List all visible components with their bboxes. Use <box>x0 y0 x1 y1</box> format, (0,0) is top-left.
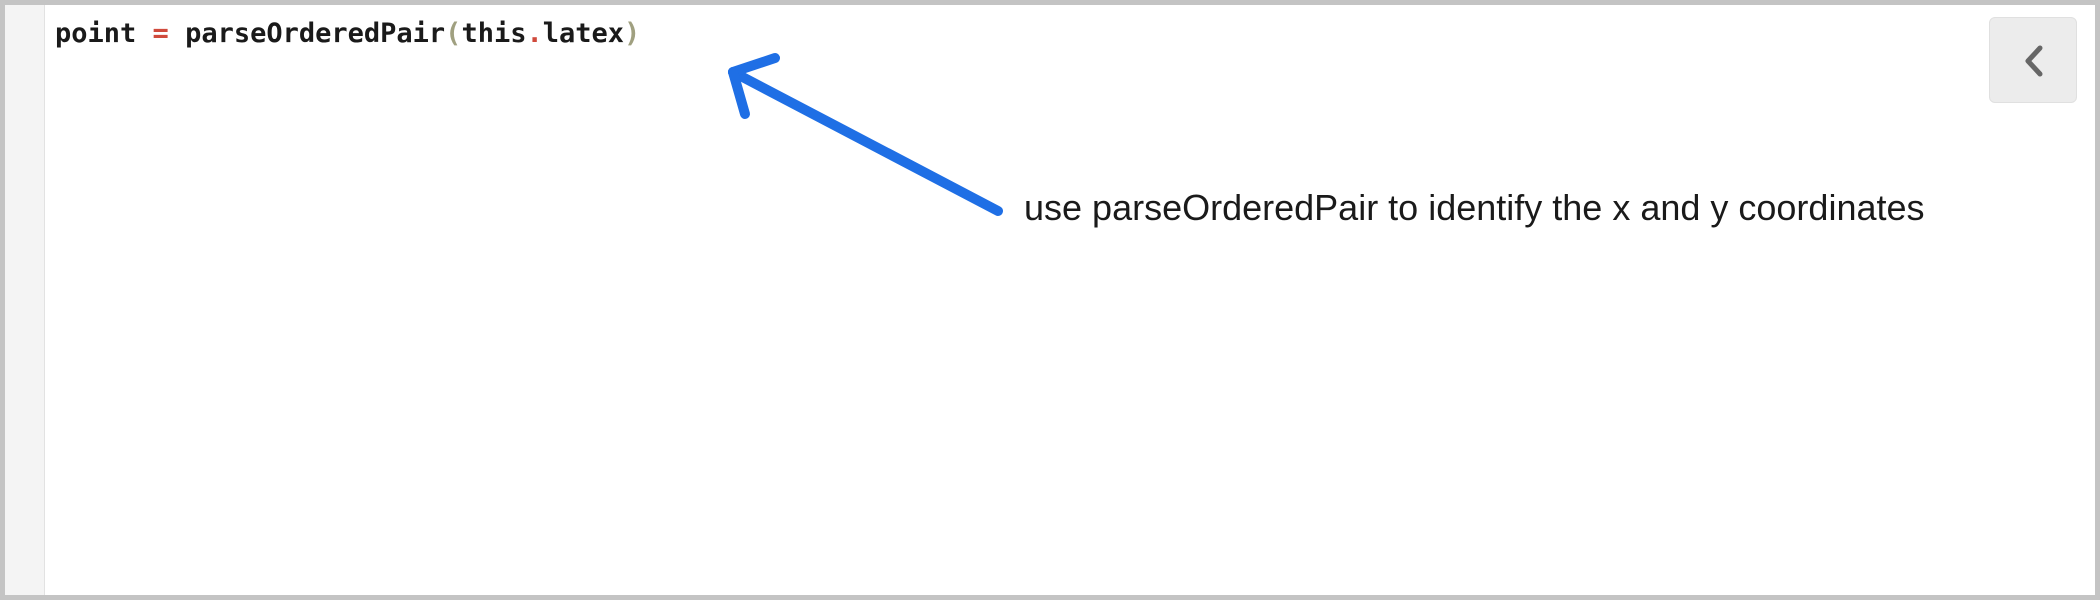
collapse-panel-button[interactable] <box>1989 17 2077 103</box>
annotation-label: use parseOrderedPair to identify the x a… <box>1024 187 1925 228</box>
code-token-variable: point <box>55 18 137 49</box>
code-token-property: latex <box>542 18 625 49</box>
code-token-object: this <box>461 18 527 49</box>
line-number-gutter <box>5 5 45 595</box>
code-token-operator: = <box>152 18 169 49</box>
code-token-function: parseOrderedPair <box>185 18 446 49</box>
code-token-dot: . <box>526 18 543 49</box>
code-token-open-paren: ( <box>445 18 462 49</box>
code-editor[interactable]: point = parseOrderedPair(this.latex) <box>55 16 640 52</box>
code-line[interactable]: point = parseOrderedPair(this.latex) <box>55 18 640 49</box>
chevron-left-icon <box>2025 45 2043 77</box>
code-token-close-paren: ) <box>624 18 641 49</box>
